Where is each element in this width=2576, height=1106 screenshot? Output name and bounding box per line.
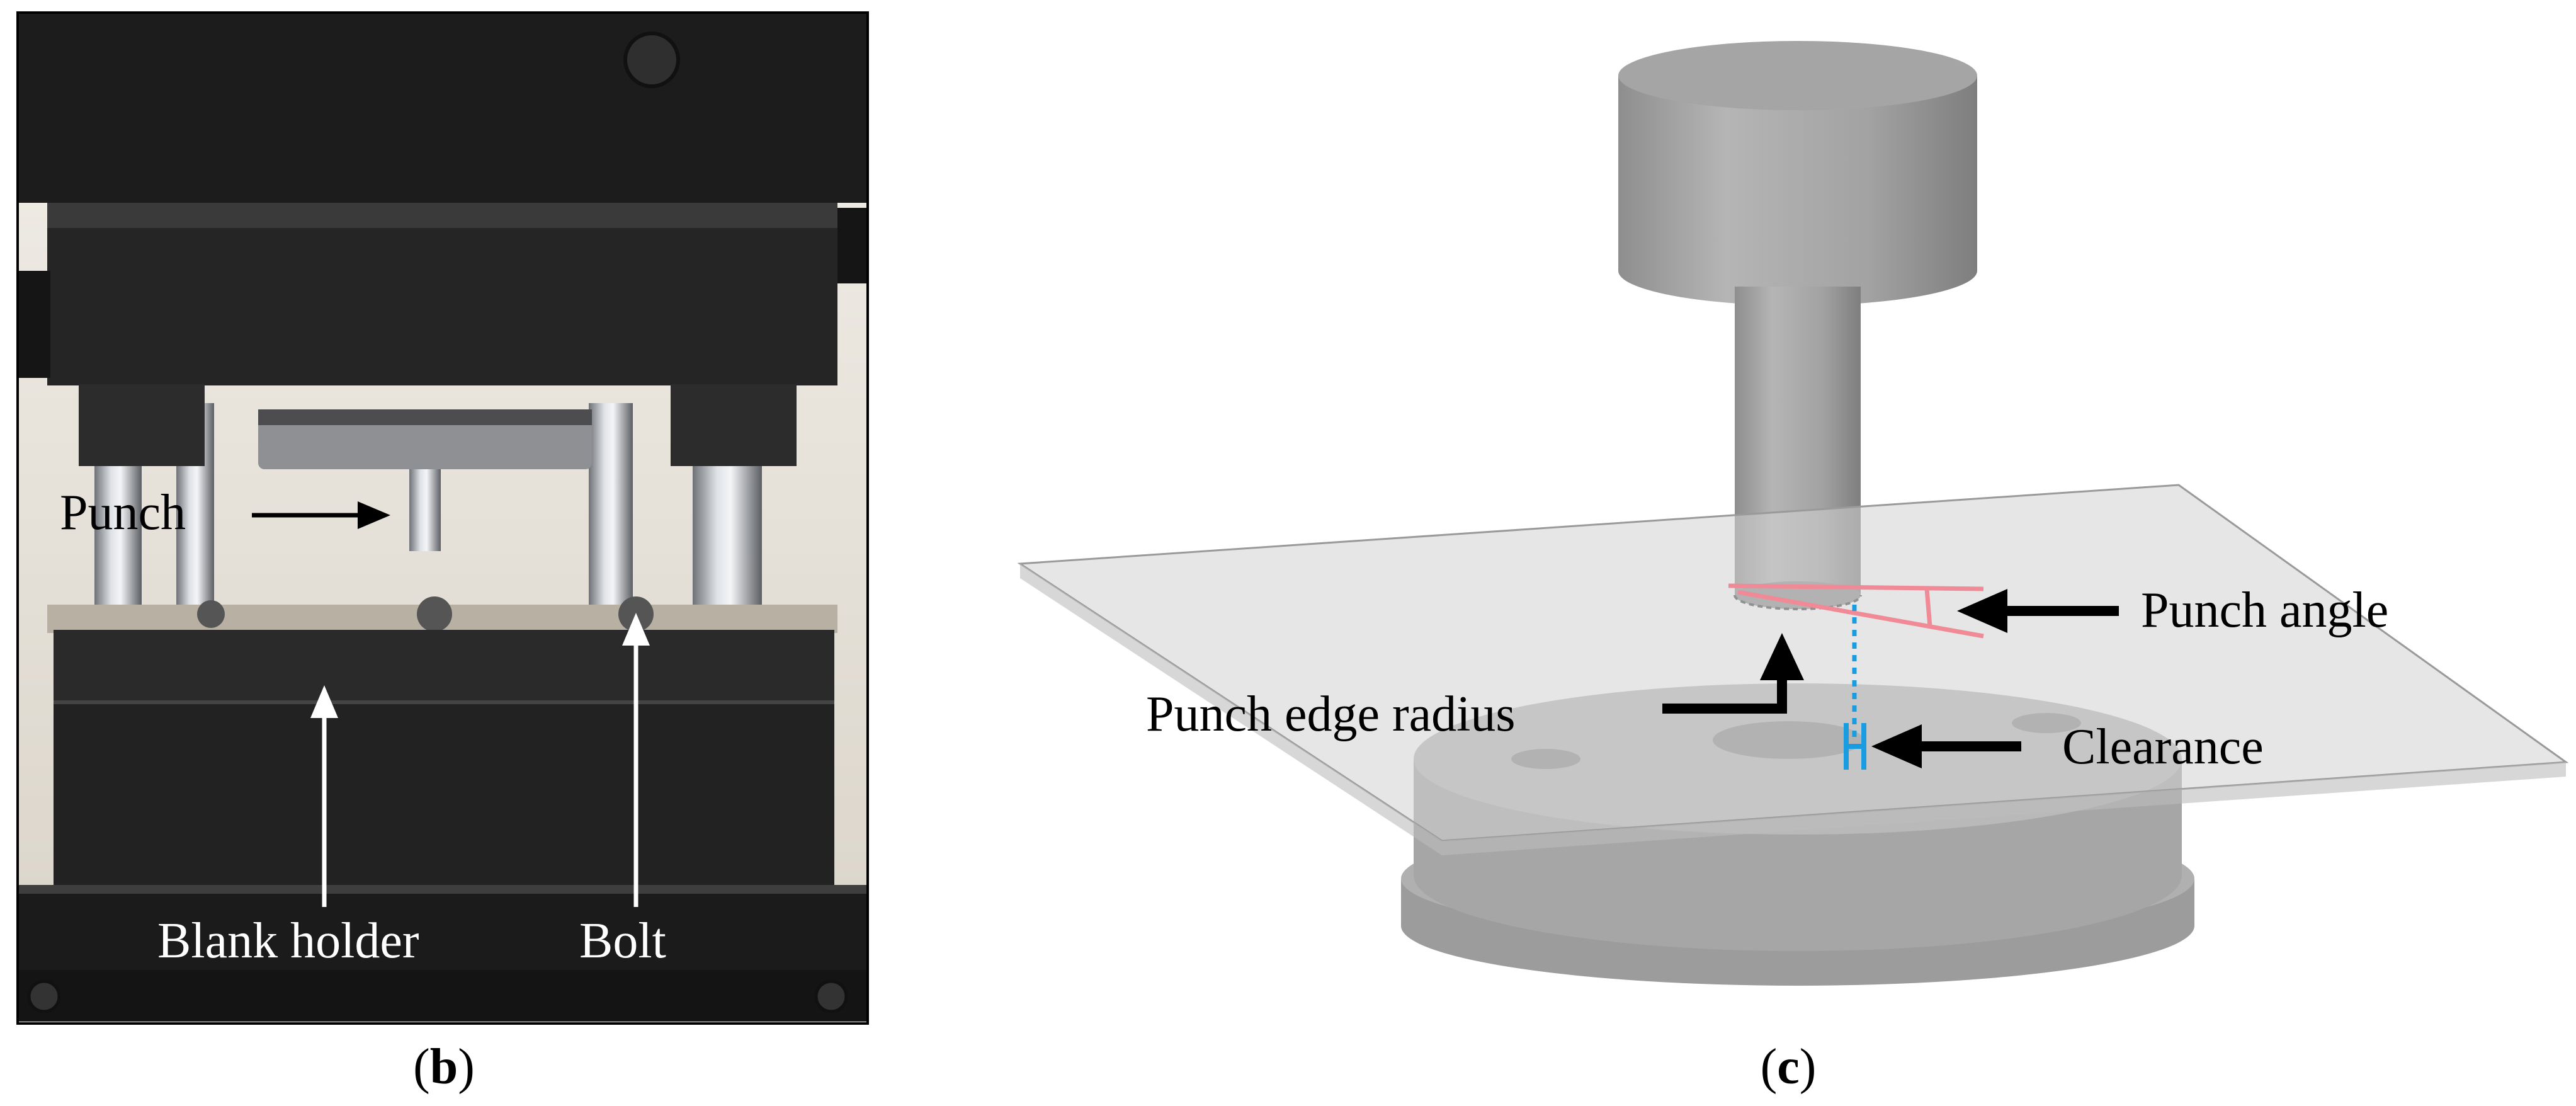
arrow-blank-holder-head — [310, 685, 338, 718]
label-punch-edge-radius: Punch edge radius — [1146, 687, 1516, 742]
press-top-block — [19, 14, 866, 203]
panel-c-cad: Punch angle Punch edge radius Clearance — [1017, 41, 2569, 986]
punch-angle-line-top — [1728, 583, 1984, 591]
upper-die-plate — [47, 203, 837, 385]
caption-c-letter: c — [1777, 1039, 1800, 1095]
punch-holder-ring-shade — [258, 409, 592, 425]
blank-holder-plate — [54, 630, 834, 702]
punch-head-side — [1618, 76, 1977, 305]
punch-head-top — [1618, 41, 1977, 110]
label-blank-holder: Blank holder — [157, 913, 419, 969]
caption-b-close: ) — [458, 1039, 475, 1095]
caption-b: (b) — [413, 1039, 475, 1095]
lower-die-plate — [54, 702, 834, 885]
guide-pillar-right-1 — [589, 403, 633, 636]
left-screw — [197, 600, 225, 628]
bushing-right — [671, 384, 797, 466]
bushing-left — [79, 384, 205, 466]
arrow-clearance-head — [1871, 724, 1922, 768]
base-screw-left — [27, 979, 61, 1013]
lower-die-gap — [54, 700, 834, 704]
punch-body-photo — [409, 469, 441, 551]
label-punch-angle: Punch angle — [2141, 583, 2388, 638]
center-screw — [417, 596, 452, 632]
base-screw-right — [814, 979, 848, 1013]
label-bolt: Bolt — [579, 913, 666, 969]
left-side-lug — [19, 271, 50, 378]
punch-angle-bracket — [1924, 588, 1932, 627]
arrow-punch-angle-head — [1957, 589, 2007, 633]
arrow-edge-radius-head — [1760, 633, 1804, 680]
arrow-edge-radius-shaft — [1662, 677, 1787, 714]
base-lower-band — [19, 970, 866, 1022]
panel-b-photo: Punch Blank holder Bolt — [16, 11, 869, 1025]
caption-c-open: ( — [1761, 1039, 1778, 1095]
arrow-bolt-head — [622, 613, 650, 646]
caption-c-close: ) — [1800, 1039, 1817, 1095]
caption-b-open: ( — [413, 1039, 430, 1095]
caption-b-letter: b — [430, 1039, 458, 1095]
caption-c: (c) — [1761, 1039, 1817, 1095]
top-screw — [623, 31, 680, 88]
upper-die-shade — [47, 203, 837, 228]
label-clearance: Clearance — [2062, 719, 2264, 775]
arrow-punch-head — [358, 501, 390, 529]
base-highlight — [19, 885, 866, 894]
right-side-lug — [837, 208, 866, 283]
label-punch: Punch — [60, 485, 186, 540]
punch-angle-line-bottom — [1737, 590, 1984, 639]
